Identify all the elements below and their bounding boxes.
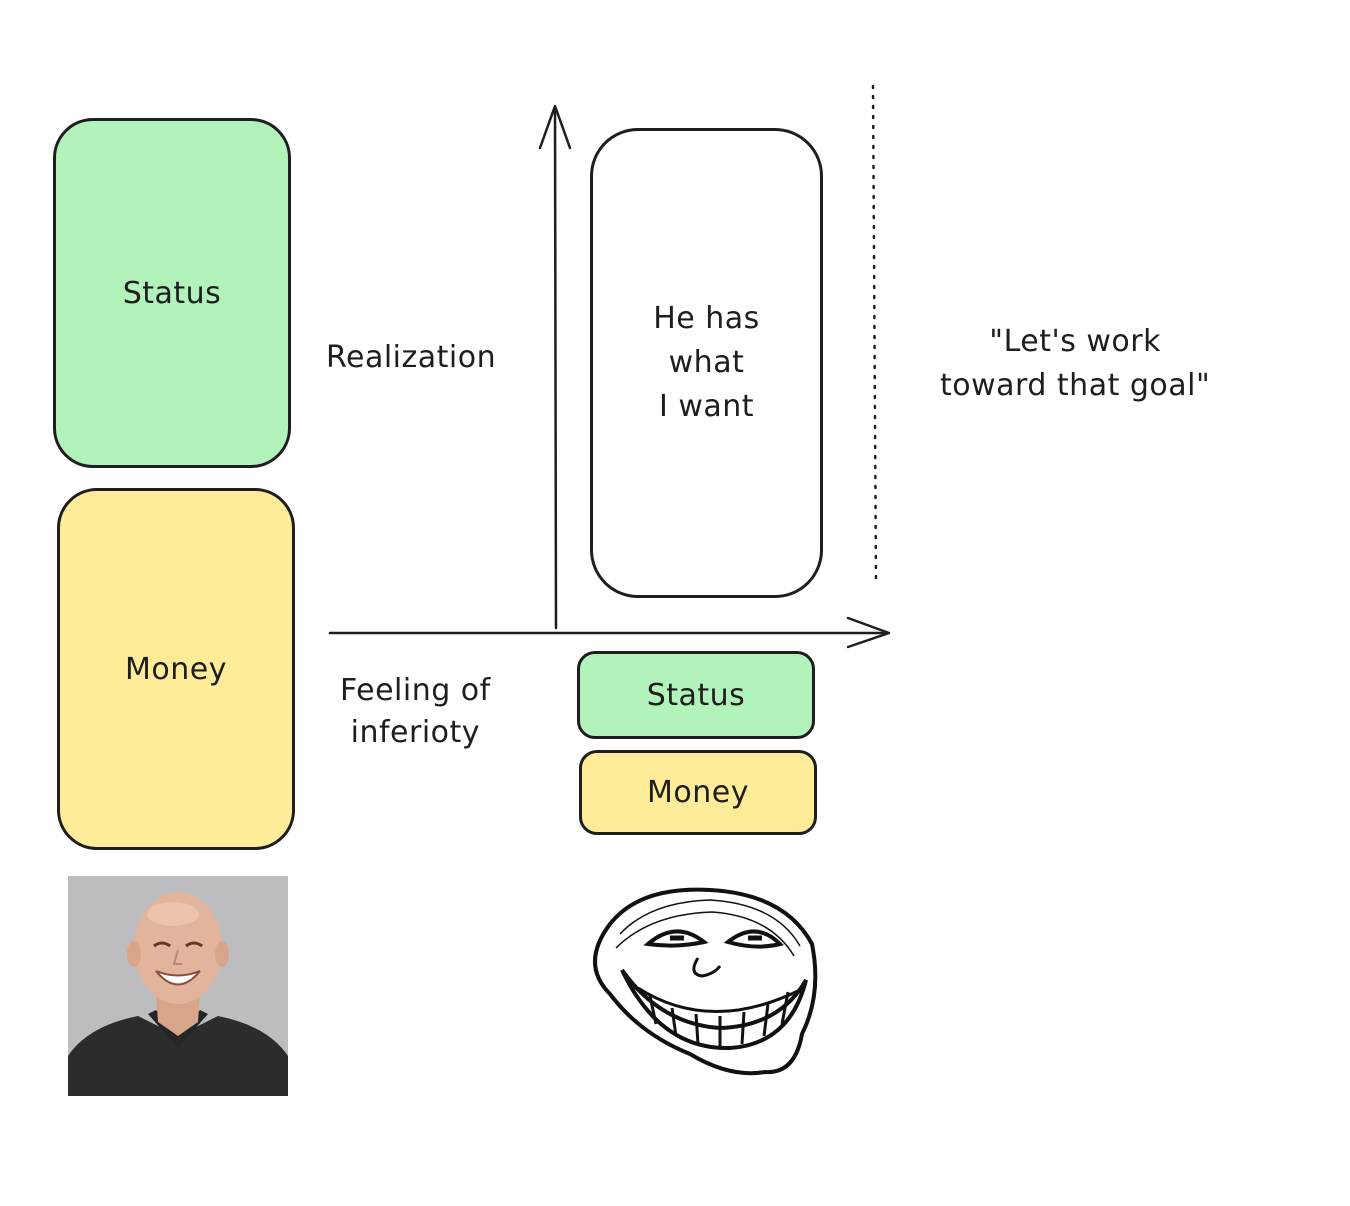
status-box-large[interactable]: Status [53, 118, 291, 468]
money-box-large[interactable]: Money [57, 488, 295, 850]
troll-face [580, 884, 820, 1079]
photo-illustration [68, 876, 288, 1096]
goal-box[interactable]: He has what I want [590, 128, 823, 598]
goal-box-text: He has what I want [653, 301, 760, 424]
money-box-small-label: Money [647, 775, 749, 810]
money-box-large-label: Money [125, 651, 227, 687]
status-box-large-label: Status [122, 275, 222, 311]
troll-face-drawing [593, 887, 818, 1076]
smiling-man-photo [68, 876, 288, 1096]
feeling-of-inferiority-label: Feeling of inferioty [340, 673, 491, 750]
status-box-small-label: Status [646, 677, 746, 713]
horizontal-axis-arrowhead [846, 616, 891, 649]
vertical-axis-arrowhead [538, 104, 572, 150]
money-box-small[interactable]: Money [579, 750, 817, 835]
realization-label: Realization [326, 340, 497, 375]
vertical-axis [553, 106, 558, 630]
dotted-divider [871, 84, 878, 587]
status-box-small[interactable]: Status [577, 651, 815, 739]
goal-quote: "Let's work toward that goal" [940, 324, 1211, 403]
